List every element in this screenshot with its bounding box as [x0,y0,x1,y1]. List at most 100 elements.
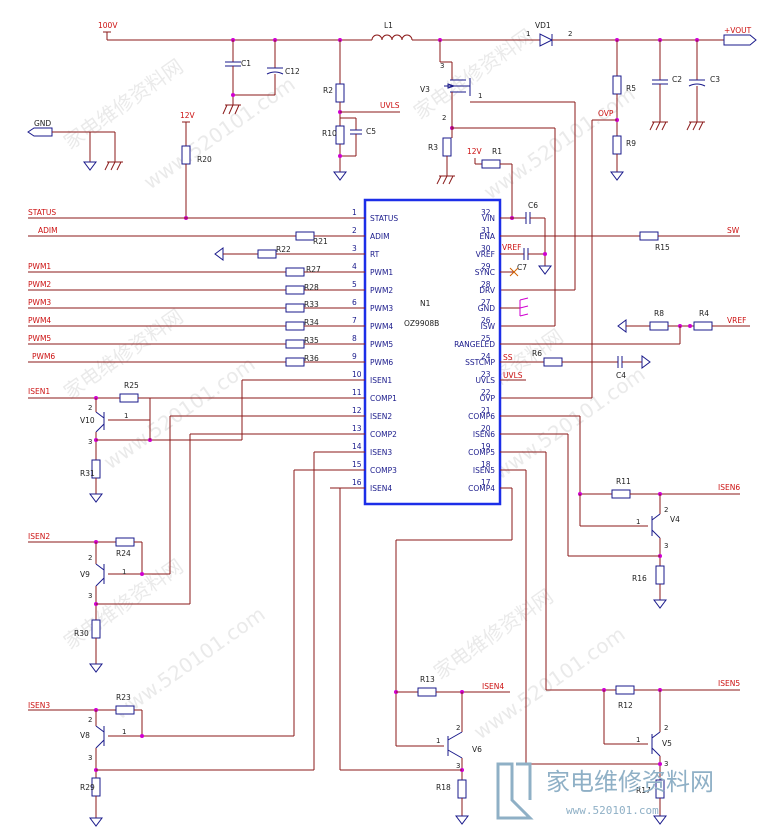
net-label-100v: 100V [98,21,118,30]
pin-mark: 2 [88,716,92,724]
chip-pin-number: 28 [481,280,491,289]
gnd-port [27,127,53,137]
chip-pin-number: 26 [481,316,491,325]
net-label-vref-b: VREF [727,316,746,325]
chip-pin-number: 3 [352,244,357,253]
ref-r5: R5 [626,84,636,93]
ref-r22: R22 [276,245,291,254]
ref-c4: C4 [616,371,626,380]
watermark-text: 家电维修资料网 [59,54,187,154]
net-label-isen1: ISEN1 [28,387,50,396]
net-label-status: STATUS [28,208,56,217]
ref-v8: V8 [80,731,90,740]
ground-symbol [610,171,624,181]
ref-r27: R27 [306,265,321,274]
ref-c3: C3 [710,75,720,84]
pwm-resistor [285,321,305,331]
chip-pin-number: 25 [481,334,491,343]
net-label-ss: SS [503,353,513,362]
logo-text-cn: 家电维修资料网 [546,768,714,796]
chip-pin-number: 1 [352,208,357,217]
ref-r1: R1 [492,147,502,156]
chip-pin-number: 19 [481,442,491,451]
chip-pin-name: COMP3 [370,466,397,475]
net-label-vref-a: VREF [502,243,521,252]
pin-mark: 3 [88,438,92,446]
net-label-uvls-top: UVLS [380,101,400,110]
chip-left-pins: 1STATUS2ADIM3RT4PWM15PWM26PWM37PWM48PWM5… [330,208,398,493]
ref-r8: R8 [654,309,664,318]
pin-mark: 1 [124,412,128,420]
chip-pin-name: GND [478,304,495,313]
chip-pin-number: 31 [481,226,491,235]
pin-mark: 2 [442,114,446,122]
net-label-pwm4: PWM4 [28,316,51,325]
logo-text-url: www.520101.com [566,804,659,817]
ref-r17: R17 [636,786,651,795]
ref-v3: V3 [420,85,430,94]
pwm-resistor [285,339,305,349]
chip-pin-name: OVP [480,394,496,403]
chip-part: OZ9908B [404,319,439,328]
ground-symbol [333,171,347,181]
chip-pin-name: RANGELED [454,340,495,349]
pin-mark: 2 [88,554,92,562]
chip-pin-number: 24 [481,352,491,361]
chip-pin-number: 23 [481,370,491,379]
chip-pin-name: ISEN5 [473,466,495,475]
chip-pin-name: VIN [482,214,495,223]
ref-r23: R23 [116,693,131,702]
chip-pin-number: 16 [352,478,362,487]
ref-r4: R4 [699,309,709,318]
chip-pin-name: ADIM [370,232,390,241]
net-label-ovp-top: OVP [598,109,614,118]
chip-pin-name: PWM5 [370,340,393,349]
watermark-text: 家电维修资料网 [429,584,557,684]
pin-mark: 2 [568,30,572,38]
net-label-pwm5: PWM5 [28,334,51,343]
chip-pin-name: PWM1 [370,268,393,277]
chip-pin-number: 20 [481,424,491,433]
net-label-uvls-right: UVLS [503,371,523,380]
pin-mark: 3 [440,62,444,70]
chip-pin-name: PWM6 [370,358,393,367]
ref-r31: R31 [80,469,95,478]
watermark-text: 家电维修资料网 [409,24,537,124]
ref-r29: R29 [80,783,95,792]
net-label-adim: ADIM [38,226,58,235]
power-stage: 100V L1 VD1 1 2 +VOUT C1 C12 [27,21,757,399]
ref-r24: R24 [116,549,131,558]
chip-pin-name: COMP1 [370,394,397,403]
chip-pin-name: ISEN4 [370,484,392,493]
chip-pin-number: 8 [352,334,357,343]
ref-r9: R9 [626,139,636,148]
pwm-resistor [285,357,305,367]
chip-pin-number: 29 [481,262,491,271]
chip-pin-name: PWM2 [370,286,393,295]
net-label-isen5: ISEN5 [718,679,740,688]
chip-n1: N1 OZ9908B 1STATUS2ADIM3RT4PWM15PWM26PWM… [330,198,502,506]
chip-pin-number: 14 [352,442,362,451]
pin-mark: 1 [122,568,126,576]
inductor-l1 [371,34,413,41]
pin-mark: 2 [88,404,92,412]
chip-pin-name: COMP6 [468,412,495,421]
ref-r34: R34 [304,318,319,327]
ref-r12: R12 [618,701,633,710]
net-label-vout: +VOUT [724,26,752,35]
site-logo: 家电维修资料网 www.520101.com [496,762,714,820]
chip-pin-name: UVLS [475,376,495,385]
chip-pin-number: 17 [481,478,491,487]
ref-r18: R18 [436,783,451,792]
pwm-resistor [285,285,305,295]
net-label-12v-a: 12V [180,111,196,120]
pwm-resistor [285,267,305,277]
isen-channels-right: R11 ISEN6 V4 1 2 3 R16 R12 ISEN5 [394,415,740,825]
chip-outline [363,198,502,506]
pin-mark: 2 [456,724,460,732]
chip-pin-name: RT [370,250,380,259]
chip-pin-number: 18 [481,460,491,469]
ref-r28: R28 [304,283,319,292]
ref-r30: R30 [74,629,89,638]
pin-mark: 1 [636,518,640,526]
